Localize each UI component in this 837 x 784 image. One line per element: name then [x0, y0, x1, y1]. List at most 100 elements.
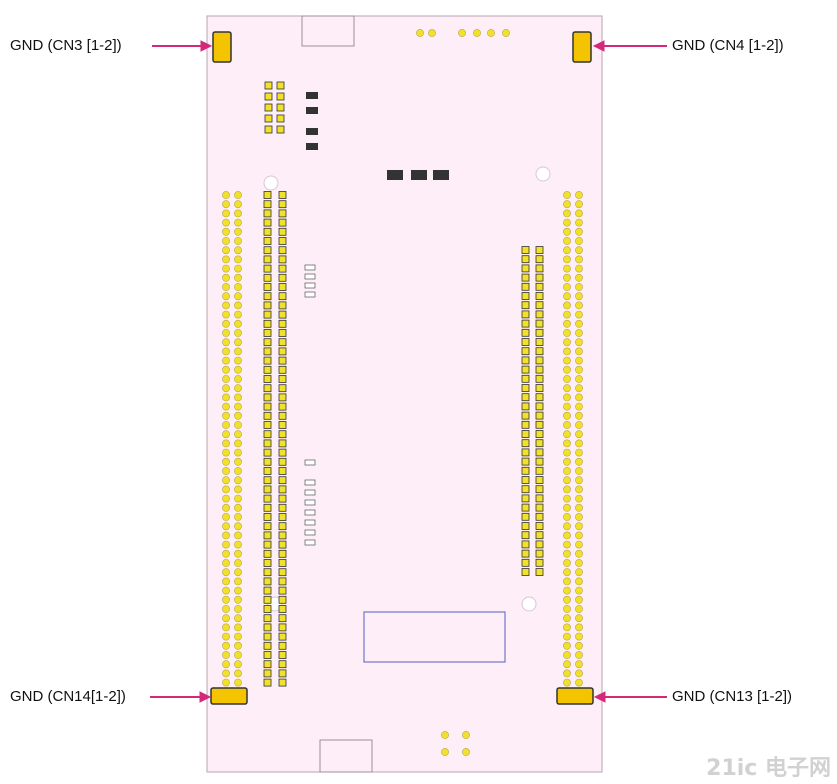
- arduino-pin: [263, 651, 272, 659]
- header-pin: [234, 421, 242, 429]
- header-pin: [563, 227, 571, 236]
- header-pin: [575, 301, 583, 310]
- solder-bridge: [304, 529, 316, 536]
- header-pin: [222, 191, 230, 199]
- header-pin: [575, 595, 583, 604]
- arduino-pin: [263, 467, 272, 475]
- header-pin: [575, 457, 583, 466]
- arduino-pin: [278, 264, 287, 273]
- arduino-pin: [278, 513, 287, 521]
- jumper-pin: [441, 731, 449, 739]
- arduino-pin: [263, 614, 272, 623]
- arduino-pin: [535, 273, 544, 282]
- arduino-pin: [521, 292, 530, 300]
- arduino-pin: [535, 356, 544, 365]
- header-pin: [563, 568, 571, 577]
- header-pin: [563, 365, 571, 374]
- arduino-pin: [535, 338, 544, 346]
- header-pin: [234, 568, 242, 577]
- header-pin: [563, 503, 571, 512]
- header-pin: [222, 375, 230, 383]
- header-pin: [563, 678, 571, 687]
- header-pin: [234, 632, 242, 641]
- header-pin: [234, 605, 242, 613]
- header-pin: [234, 549, 242, 558]
- header-pin: [222, 494, 230, 503]
- header-pin: [222, 568, 230, 577]
- header-pin: [563, 319, 571, 328]
- arduino-pin: [535, 347, 544, 356]
- header-pin: [575, 522, 583, 531]
- arduino-pin: [263, 218, 272, 227]
- header-pin: [222, 540, 230, 549]
- arduino-pin: [278, 660, 287, 669]
- arduino-pin: [521, 448, 530, 457]
- arduino-pin: [521, 282, 530, 291]
- header-pin: [563, 605, 571, 613]
- header-pin: [575, 467, 583, 475]
- header-pin: [234, 540, 242, 549]
- callout-gnd-cn14: GND (CN14[1-2]): [10, 688, 126, 705]
- header-pin: [222, 273, 230, 282]
- header-pin: [234, 623, 242, 632]
- header-pin: [563, 255, 571, 264]
- arduino-pin: [278, 375, 287, 383]
- header-pin: [222, 614, 230, 623]
- jumper-pin: [264, 114, 273, 123]
- arduino-pin: [278, 393, 287, 402]
- header-pin: [575, 347, 583, 356]
- arduino-pin: [263, 494, 272, 503]
- arduino-pin: [278, 448, 287, 457]
- arduino-pin: [535, 310, 544, 319]
- arrow-top-left: [152, 40, 213, 52]
- arduino-pin: [263, 430, 272, 439]
- arduino-pin: [263, 503, 272, 512]
- jumper-pin: [462, 748, 470, 756]
- header-pin: [222, 365, 230, 374]
- jumper-pin: [276, 125, 285, 134]
- header-pin: [575, 641, 583, 650]
- header-pin: [416, 29, 424, 37]
- left-morpho-header: [222, 191, 287, 687]
- header-pin: [222, 255, 230, 264]
- header-pin: [563, 669, 571, 678]
- arduino-pin: [535, 522, 544, 530]
- arduino-pin: [263, 411, 272, 420]
- header-pin: [575, 549, 583, 558]
- arduino-pin: [278, 209, 287, 218]
- header-pin: [222, 246, 230, 255]
- arduino-pin: [278, 632, 287, 641]
- arduino-pin: [263, 319, 272, 328]
- header-pin: [234, 375, 242, 383]
- header-pin: [234, 347, 242, 356]
- header-pin: [222, 292, 230, 301]
- header-pin: [563, 595, 571, 604]
- arduino-pin: [278, 559, 287, 567]
- arduino-pin: [278, 301, 287, 310]
- header-pin: [563, 531, 571, 540]
- header-pin: [563, 457, 571, 466]
- arduino-pin: [263, 586, 272, 595]
- arduino-pin: [535, 503, 544, 512]
- arduino-pin: [535, 292, 544, 300]
- header-pin: [563, 421, 571, 429]
- arduino-pin: [263, 559, 272, 567]
- header-pin: [575, 568, 583, 577]
- transistor: [387, 170, 403, 180]
- header-pin: [234, 503, 242, 512]
- arrow-top-right: [592, 40, 667, 52]
- arduino-pin: [263, 246, 272, 255]
- arduino-pin: [278, 319, 287, 328]
- arduino-pin: [521, 301, 530, 310]
- header-pin: [222, 310, 230, 319]
- solder-bridge: [304, 499, 316, 506]
- header-pin: [222, 485, 230, 494]
- arduino-pin: [263, 264, 272, 273]
- header-pin: [234, 457, 242, 466]
- arduino-pin: [535, 494, 544, 503]
- arduino-pin: [535, 393, 544, 402]
- solder-bridge: [304, 264, 316, 271]
- header-pin: [234, 209, 242, 218]
- arduino-pin: [278, 669, 287, 678]
- jumper-pin: [441, 748, 449, 756]
